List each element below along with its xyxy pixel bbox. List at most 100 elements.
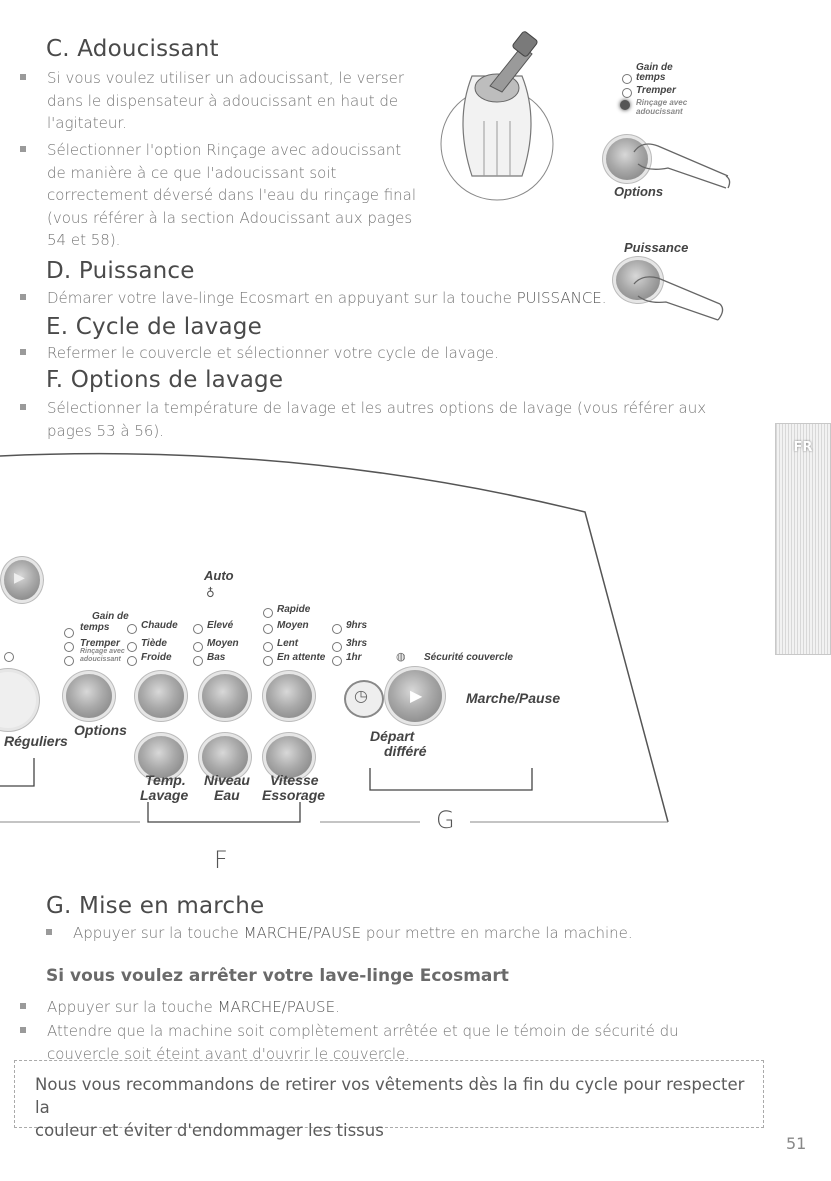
label-differe: différé (384, 743, 427, 759)
section-e-title: E. Cycle de lavage (46, 314, 262, 340)
option-led (127, 642, 137, 652)
text-run: Appuyer sur la touche (47, 998, 218, 1016)
label-marche-pause: Marche/Pause (466, 690, 561, 706)
label-vitesse: Vitesse (270, 772, 319, 788)
note-line: Nous vous recommandons de retirer vos vê… (35, 1075, 745, 1117)
power-button[interactable] (4, 560, 40, 600)
section-g-bullet: Appuyer sur la touche MARCHE/PAUSE pour … (46, 922, 633, 945)
bullet-marker (20, 294, 26, 300)
option-led (193, 642, 203, 652)
option-led (263, 608, 273, 618)
label-moyen-vitesse: Moyen (277, 620, 309, 631)
finger-icon (633, 276, 724, 321)
option-led (64, 656, 74, 666)
power-icon: ▶ (14, 570, 25, 586)
text-run: Démarer votre lave-linge Ecosmart en app… (47, 289, 517, 307)
label-options: Options (74, 722, 127, 738)
temp-lavage-button-lower[interactable] (138, 736, 184, 778)
label-reguliers: Réguliers (4, 733, 68, 749)
label-9hrs: 9hrs (346, 620, 368, 631)
option-led (127, 656, 137, 666)
text-line: Attendre que la machine soit complètemen… (47, 1022, 679, 1040)
key-name: MARCHE/PAUSE (243, 924, 362, 942)
label-1hr: 1hr (346, 652, 362, 663)
auto-label: Auto (204, 568, 234, 583)
inset-label-temps: temps (636, 72, 666, 83)
agitator-illustration (440, 31, 554, 201)
stop-bullet-2: Attendre que la machine soit complètemen… (20, 1020, 679, 1065)
inset-label-adoucissant: adoucissant (636, 107, 683, 116)
label-niveau: Niveau (204, 772, 250, 788)
label-rincage: Rinçage avec (80, 648, 125, 655)
inset-label-gain-de: Gain de (636, 62, 673, 73)
bullet-marker (20, 404, 26, 410)
language-side-tab: FR (775, 423, 831, 655)
finger-icon (633, 143, 731, 189)
section-f-title: F. Options de lavage (46, 367, 284, 393)
option-led (332, 642, 342, 652)
label-gain-de: Gain de (92, 611, 129, 622)
label-rapide: Rapide (277, 604, 311, 615)
label-depart: Départ (370, 728, 415, 744)
clock-icon: ◷ (354, 686, 368, 705)
start-pause-button[interactable] (388, 670, 442, 722)
option-led (332, 656, 342, 666)
options-button[interactable] (66, 674, 112, 718)
side-tab-label: FR (793, 440, 813, 455)
label-en-attente: En attente (277, 652, 326, 663)
option-led (193, 656, 203, 666)
label-eau: Eau (214, 787, 240, 803)
label-moyen-eau: Moyen (207, 638, 239, 649)
section-d-title: D. Puissance (46, 258, 195, 284)
inset-label-rincage: Rinçage avec (636, 98, 688, 107)
text-line: Sélectionner l'option Rinçage avec adouc… (47, 141, 402, 159)
page-number: 51 (786, 1134, 807, 1153)
section-g-title: G. Mise en marche (46, 893, 265, 919)
section-c-title: C. Adoucissant (46, 36, 219, 62)
inset-options-panel: Gain de temps Tremper Rinçage avec adouc… (600, 60, 740, 230)
auto-led-icon: ♁ (206, 586, 215, 600)
label-froide: Froide (141, 652, 172, 663)
delay-start-button[interactable] (344, 680, 384, 718)
text-line: l'agitateur. (47, 114, 127, 132)
inset-label-options: Options (614, 184, 664, 199)
label-essorage: Essorage (262, 787, 326, 803)
text-line: pages 53 à 56). (47, 421, 165, 440)
label-adoucissant: adoucissant (80, 656, 121, 663)
label-eleve: Elevé (207, 620, 234, 631)
section-f-bullet: Sélectionner la température de lavage et… (20, 397, 707, 442)
option-led (127, 624, 137, 634)
text-run: Refermer le couvercle et sélectionner vo… (47, 344, 499, 362)
text-line: Sélectionner la température de lavage et… (47, 399, 707, 417)
vitesse-essorage-button-lower[interactable] (266, 736, 312, 778)
text-line: couvercle soit éteint avant d'ouvrir le … (47, 1044, 411, 1063)
option-led (263, 624, 273, 634)
option-led (263, 642, 273, 652)
section-c-bullet-1: Si vous voulez utiliser un adoucissant, … (20, 67, 405, 135)
text-run: Appuyer sur la touche (73, 924, 244, 942)
niveau-eau-button[interactable] (202, 674, 248, 718)
bullet-marker (20, 1027, 26, 1033)
label-tremper: Tremper (80, 638, 120, 649)
niveau-eau-button-lower[interactable] (202, 736, 248, 778)
label-chaude: Chaude (141, 620, 178, 631)
callout-g: G (436, 806, 455, 834)
note-line: couleur et éviter d'endommager les tissu… (35, 1121, 384, 1140)
control-panel-outline (0, 452, 669, 823)
text-run: . (335, 998, 340, 1016)
play-icon: ▶ (410, 686, 423, 705)
led-lit-icon (620, 100, 630, 110)
vitesse-essorage-button[interactable] (266, 674, 312, 718)
section-d-bullet: Démarer votre lave-linge Ecosmart en app… (20, 287, 607, 310)
option-led (4, 652, 14, 662)
text-line: correctement déversé dans l'eau du rinça… (47, 186, 417, 204)
recommendation-note: Nous vous recommandons de retirer vos vê… (14, 1060, 764, 1140)
temp-lavage-button[interactable] (138, 674, 184, 718)
inset-label-puissance: Puissance (624, 240, 689, 255)
text-line: Si vous voulez utiliser un adoucissant, … (47, 69, 405, 87)
lid-lock-icon: ◍ (396, 650, 406, 663)
label-3hrs: 3hrs (346, 638, 368, 649)
label-lavage: Lavage (140, 787, 189, 803)
bullet-marker (20, 349, 26, 355)
stop-section-title: Si vous voulez arrêter votre lave-linge … (46, 966, 509, 986)
